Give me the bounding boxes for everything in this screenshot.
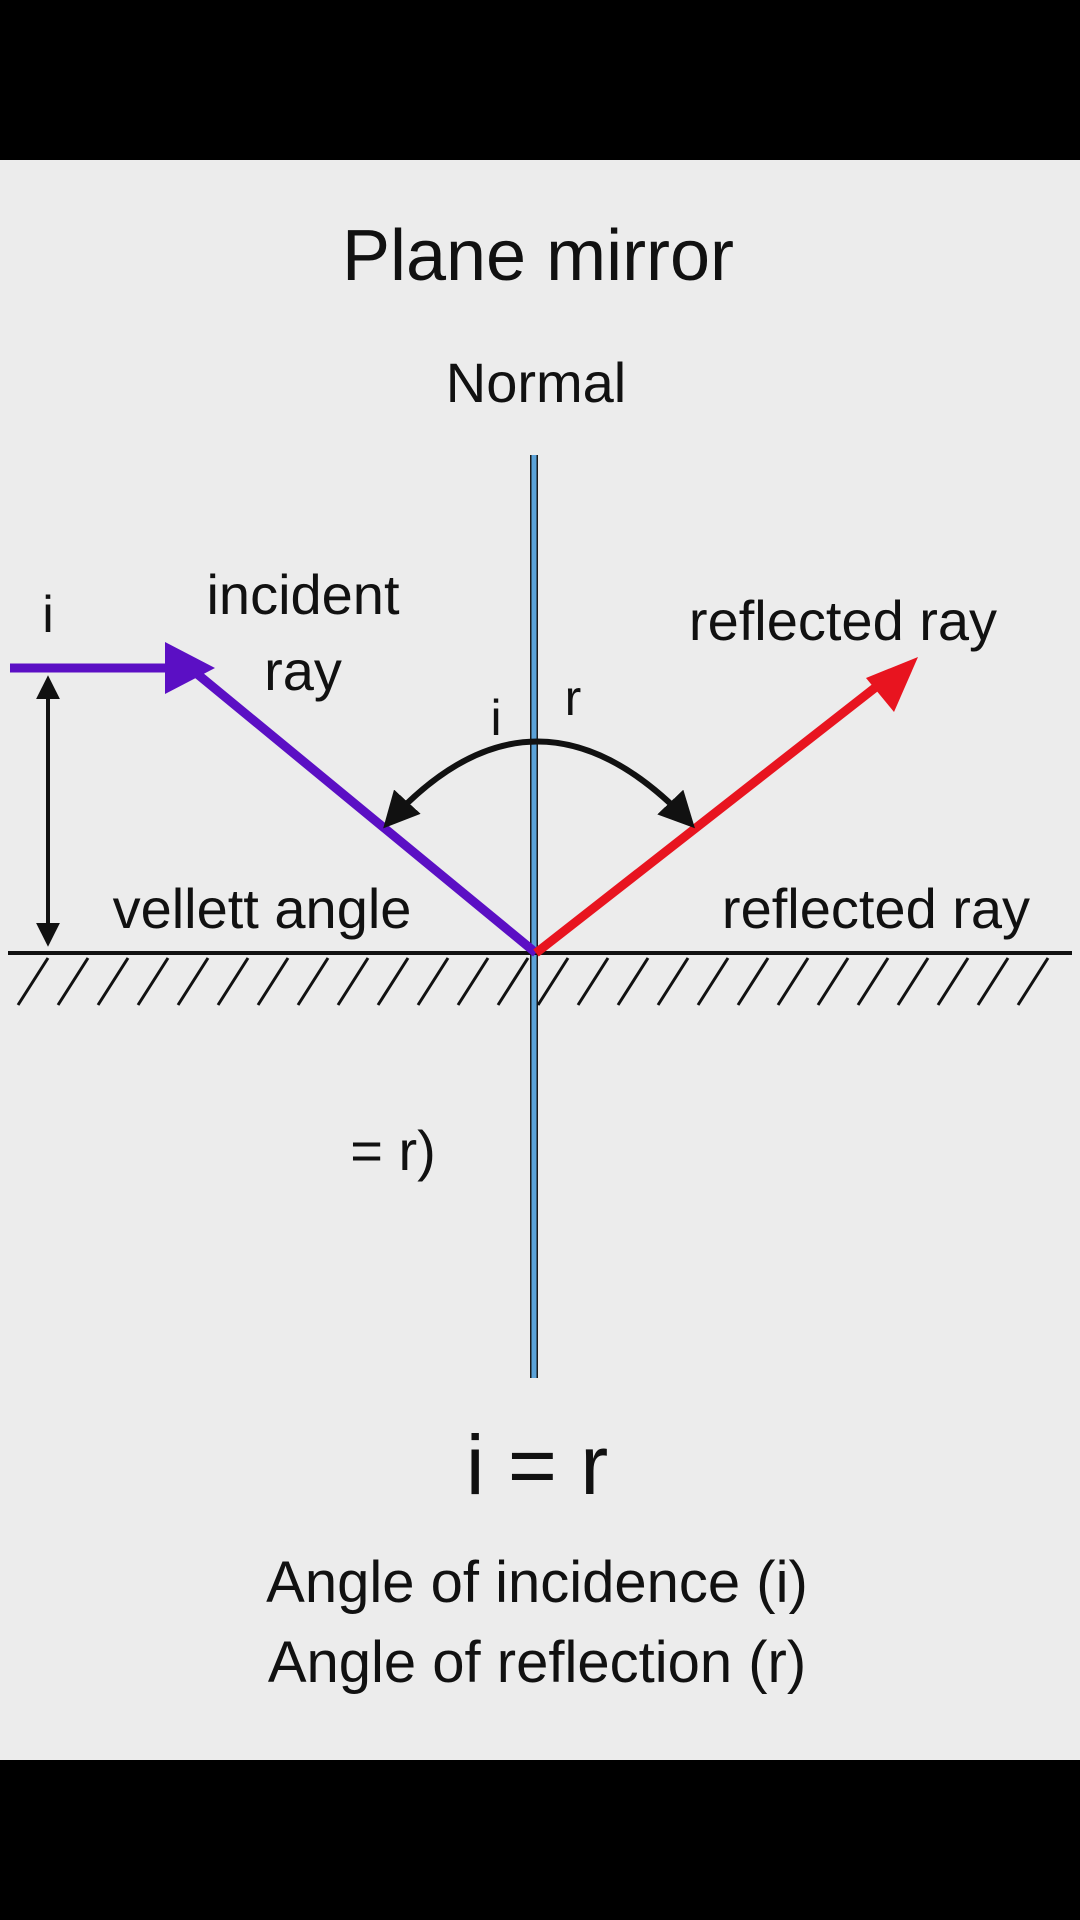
- mirror-hatch-line: [176, 957, 210, 1006]
- mirror-hatching: [16, 957, 1050, 1006]
- law-equation: i = r: [466, 1418, 608, 1512]
- mirror-hatch-line: [776, 957, 810, 1006]
- diagram-title: Plane mirror: [342, 216, 734, 296]
- mirror-hatch-line: [976, 957, 1010, 1006]
- mirror-hatch-line: [256, 957, 290, 1006]
- mirror-hatch-line: [856, 957, 890, 1006]
- vellett-angle-label: vellett angle: [113, 877, 412, 940]
- reflected-ray-label-top: reflected ray: [689, 589, 997, 652]
- incident-ray-label-line2: ray: [264, 639, 342, 702]
- mirror-hatch-line: [656, 957, 690, 1006]
- mirror-hatch-line: [896, 957, 930, 1006]
- mirror-hatch-line: [936, 957, 970, 1006]
- mirror-hatch-line: [336, 957, 370, 1006]
- reflected-ray: [533, 672, 893, 957]
- legend-incidence: Angle of incidence (i): [266, 1550, 808, 1615]
- mirror-hatch-line: [136, 957, 170, 1006]
- height-marker-label: i: [42, 586, 54, 644]
- mirror-hatch-line: [216, 957, 250, 1006]
- mirror-hatch-line: [536, 957, 570, 1006]
- mirror-hatch-line: [496, 957, 530, 1006]
- angle-arc: [383, 738, 695, 829]
- mirror-hatch-line: [816, 957, 850, 1006]
- mirror-hatch-line: [376, 957, 410, 1006]
- reflected-ray-label-side: reflected ray: [722, 877, 1030, 940]
- diagram-panel: [0, 160, 1080, 1760]
- mirror-hatch-line: [616, 957, 650, 1006]
- mirror-hatch-line: [736, 957, 770, 1006]
- mirror-hatch-line: [696, 957, 730, 1006]
- mirror-hatch-line: [416, 957, 450, 1006]
- equals-fragment: = r): [350, 1119, 436, 1182]
- incident-ray-arrowhead: [165, 642, 215, 694]
- mirror-hatch-line: [56, 957, 90, 1006]
- mirror-hatch-line: [456, 957, 490, 1006]
- mirror-hatch-line: [16, 957, 50, 1006]
- mirror-hatch-line: [296, 957, 330, 1006]
- angle-i-label: i: [490, 690, 501, 746]
- reflected-ray-arrowhead: [866, 657, 918, 712]
- normal-label: Normal: [446, 351, 626, 414]
- angle-r-label: r: [565, 670, 582, 726]
- mirror-hatch-line: [1016, 957, 1050, 1006]
- legend-reflection: Angle of reflection (r): [268, 1630, 806, 1695]
- mirror-hatch-line: [576, 957, 610, 1006]
- incident-ray-label-line1: incident: [206, 563, 399, 626]
- mirror-hatch-line: [96, 957, 130, 1006]
